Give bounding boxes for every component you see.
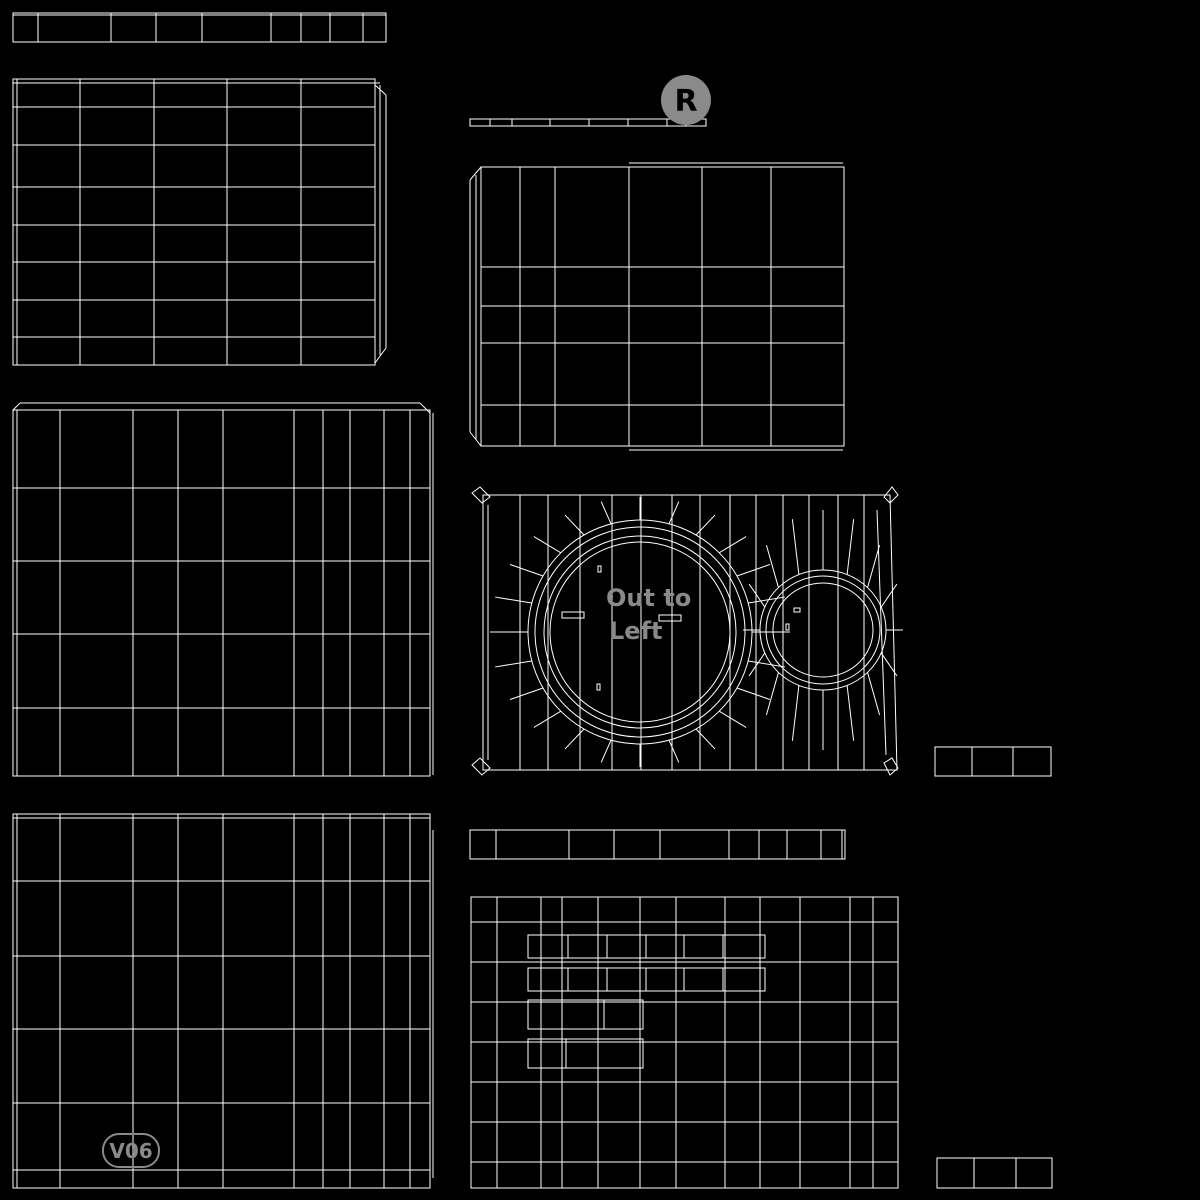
corner-cap xyxy=(471,757,491,776)
wire-edge xyxy=(374,347,387,364)
island-small-right-1 xyxy=(934,746,1052,777)
radial-edge xyxy=(846,519,855,575)
radial-edge xyxy=(748,652,766,677)
radial-edge xyxy=(791,685,800,741)
wire-edge xyxy=(12,402,21,411)
small-cone-ring xyxy=(772,582,874,678)
island-middle-left xyxy=(12,409,431,777)
tiny-mark xyxy=(597,565,602,573)
radial-edge xyxy=(668,739,680,763)
label-row-4 xyxy=(527,1038,644,1069)
island-border xyxy=(936,1157,1053,1189)
radial-edge xyxy=(765,672,779,715)
island-border xyxy=(527,1038,644,1069)
island-small-right-2 xyxy=(936,1157,1053,1189)
island-border xyxy=(469,829,846,860)
label-row-1 xyxy=(527,934,766,959)
large-cone-ring xyxy=(543,535,737,729)
corner-cap xyxy=(883,757,899,776)
r-marker-circle xyxy=(661,75,711,125)
radial-edge xyxy=(495,660,532,668)
radial-edge xyxy=(600,501,612,525)
radial-edge xyxy=(736,564,771,577)
island-top-left xyxy=(12,78,376,366)
radial-edge xyxy=(564,728,585,750)
annotation-line-2: Left xyxy=(609,617,662,645)
radial-edge xyxy=(509,687,544,700)
wire-edge xyxy=(876,509,887,756)
island-border xyxy=(934,746,1052,777)
island-middle-strip xyxy=(469,829,846,860)
island-border xyxy=(12,813,431,1189)
wire-edge xyxy=(419,402,431,414)
radial-edge xyxy=(748,583,766,608)
large-cone-ring xyxy=(534,526,746,738)
island-border xyxy=(527,999,644,1030)
small-slot xyxy=(658,614,682,622)
small-cone-ring xyxy=(765,575,881,685)
radial-edge xyxy=(533,536,562,554)
radial-edge xyxy=(748,660,785,668)
label-row-3 xyxy=(527,999,644,1030)
tiny-mark xyxy=(596,683,601,691)
version-badge-outline xyxy=(102,1133,160,1168)
radial-edge xyxy=(695,514,716,536)
radial-edge xyxy=(846,685,855,741)
radial-edge xyxy=(600,739,612,763)
tiny-mark xyxy=(793,607,801,613)
corner-cap xyxy=(883,486,899,504)
radial-edge xyxy=(791,519,800,575)
radial-edge xyxy=(718,536,747,554)
radial-edge xyxy=(495,596,532,604)
uv-wireframe xyxy=(12,12,1053,1189)
r-marker-label: R xyxy=(674,84,697,119)
wire-edge xyxy=(469,166,482,181)
island-top-strip xyxy=(12,12,387,43)
radial-edge xyxy=(748,596,785,604)
radial-edge xyxy=(564,514,585,536)
small-slot xyxy=(561,611,585,619)
annotation-line-1: Out to xyxy=(606,584,691,612)
radial-edge xyxy=(668,501,680,525)
radial-edge xyxy=(718,710,747,728)
version-badge: V06 xyxy=(102,1133,160,1168)
island-bottom-left xyxy=(12,813,431,1189)
radial-edge xyxy=(533,710,562,728)
island-border xyxy=(12,409,431,777)
radial-edge xyxy=(880,583,898,608)
radial-edge xyxy=(867,672,881,715)
radial-edge xyxy=(736,687,771,700)
corner-cap xyxy=(471,486,491,504)
radial-edge xyxy=(695,728,716,750)
radial-edge xyxy=(880,652,898,677)
label-row-2 xyxy=(527,967,766,992)
radial-edge xyxy=(867,545,881,588)
island-upper-right xyxy=(480,166,845,447)
radial-edge xyxy=(509,564,544,577)
island-border xyxy=(12,78,376,366)
r-marker[interactable]: R xyxy=(661,75,711,125)
island-border xyxy=(12,12,387,43)
island-thin-strip xyxy=(469,118,707,127)
inner-screen xyxy=(496,921,874,1163)
tiny-mark xyxy=(785,623,790,631)
version-badge-label: V06 xyxy=(109,1139,152,1163)
radial-edge xyxy=(765,545,779,588)
